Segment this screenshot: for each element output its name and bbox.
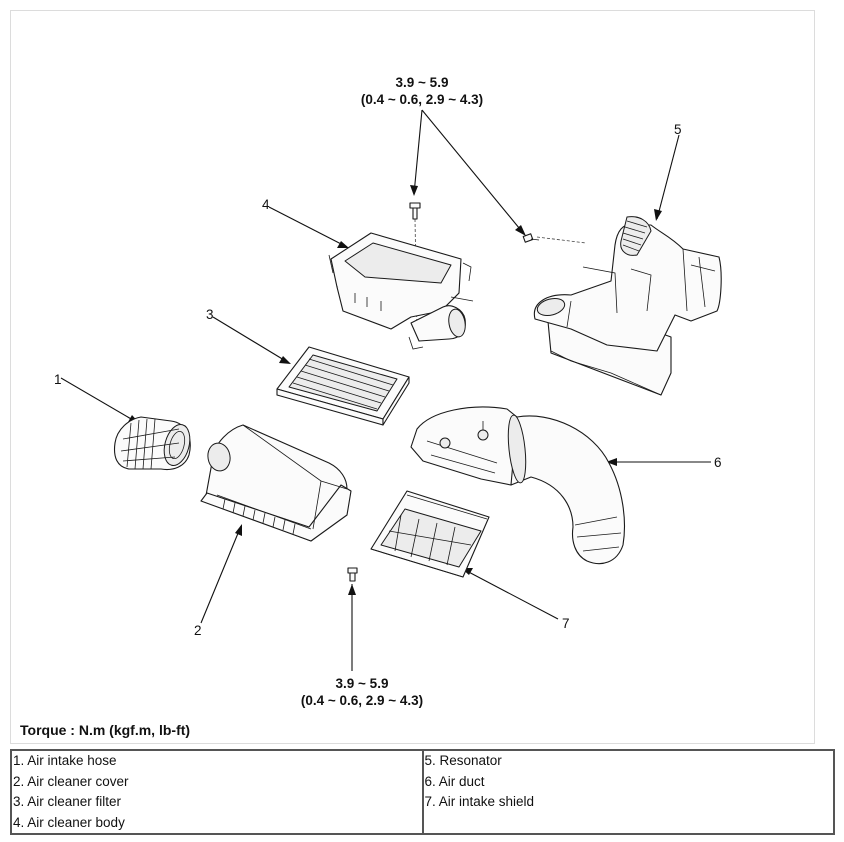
- legend-item-1: 1. Air intake hose: [13, 753, 117, 768]
- legend-row: 1. Air intake hose 2. Air cleaner cover …: [10, 749, 835, 835]
- torque-top-imperial: (0.4 ~ 0.6, 2.9 ~ 4.3): [361, 92, 483, 107]
- air-cleaner-body: [328, 232, 474, 350]
- leader-lines: [60, 109, 711, 671]
- legend-item-5: 5. Resonator: [424, 753, 502, 768]
- bolt-bottom: [347, 567, 358, 582]
- torque-bottom-value: 3.9 ~ 5.9: [336, 676, 389, 691]
- callout-7: 7: [562, 616, 570, 631]
- torque-bottom-imperial: (0.4 ~ 0.6, 2.9 ~ 4.3): [301, 693, 423, 708]
- air-cleaner-cover: [200, 424, 352, 542]
- air-cleaner-filter: [276, 346, 410, 426]
- parts-legend-table: 1. Air intake hose 2. Air cleaner cover …: [10, 749, 835, 835]
- legend-item-2: 2. Air cleaner cover: [13, 773, 129, 789]
- legend-column-right: 5. Resonator 6. Air duct 7. Air intake s…: [421, 749, 835, 835]
- callout-4: 4: [262, 197, 270, 212]
- exploded-view-diagram: 3.9 ~ 5.9 (0.4 ~ 0.6, 2.9 ~ 4.3) 3.9 ~ 5…: [20, 75, 722, 738]
- callout-5: 5: [674, 122, 682, 137]
- bolt-top: [409, 202, 421, 220]
- exploded-diagram-frame: 3.9 ~ 5.9 (0.4 ~ 0.6, 2.9 ~ 4.3) 3.9 ~ 5…: [10, 10, 815, 744]
- legend-item-4: 4. Air cleaner body: [13, 814, 125, 830]
- legend-item-3: 3. Air cleaner filter: [13, 794, 122, 809]
- air-duct: [410, 406, 625, 565]
- bolt-axis-resonator: [536, 236, 587, 244]
- air-intake-hose: [113, 416, 191, 471]
- legend-item-6: 6. Air duct: [424, 773, 485, 789]
- torque-unit-note: Torque : N.m (kgf.m, lb-ft): [20, 722, 190, 738]
- callout-1: 1: [54, 372, 62, 387]
- legend-column-left: 1. Air intake hose 2. Air cleaner cover …: [10, 749, 424, 835]
- callout-2: 2: [194, 623, 202, 638]
- callout-3: 3: [206, 307, 214, 322]
- legend-item-empty: [424, 813, 834, 834]
- resonator: [533, 216, 722, 396]
- bolt-resonator: [522, 233, 540, 243]
- air-intake-shield: [370, 490, 490, 578]
- callout-6: 6: [714, 455, 722, 470]
- legend-item-7: 7. Air intake shield: [424, 794, 535, 809]
- torque-top-value: 3.9 ~ 5.9: [396, 75, 449, 90]
